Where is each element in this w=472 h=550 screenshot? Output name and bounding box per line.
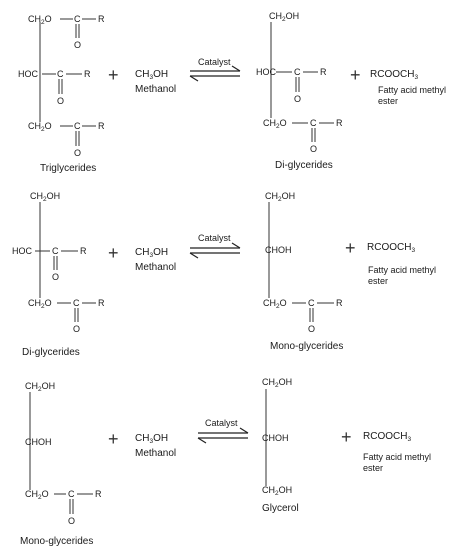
methanol-name: Methanol	[135, 84, 176, 95]
carbonyl-carbon: C	[308, 298, 315, 308]
ch2o-group: CH2O	[28, 14, 52, 26]
carbonyl-oxygen: O	[57, 96, 64, 106]
r-group: R	[95, 489, 102, 499]
methanol-formula: CH3OH	[135, 433, 168, 445]
product-label: Glycerol	[262, 503, 299, 514]
hoc-group: HOC	[18, 69, 39, 79]
plus-sign: +	[341, 427, 352, 447]
ch2oh-group: CH2OH	[262, 377, 292, 389]
r-group: R	[98, 121, 105, 131]
r-group: R	[336, 298, 343, 308]
methanol-name: Methanol	[135, 262, 176, 273]
product-label: Di-glycerides	[275, 160, 333, 171]
carbonyl-carbon: C	[310, 118, 317, 128]
ester-formula: RCOOCH3	[363, 431, 411, 443]
carbonyl-oxygen: O	[74, 148, 81, 158]
ch2oh-group: CH2OH	[25, 381, 55, 393]
ester-name: Fatty acid methyl	[368, 265, 436, 275]
monoglyceride-structure: CH2OH CHOH CH2O C R O Mono-glycerides	[263, 191, 343, 352]
triglyceride-structure: CH2O C R O HOC C R O CH2O C R O Triglyce…	[18, 14, 105, 174]
carbonyl-oxygen: O	[74, 40, 81, 50]
choh-group: CHOH	[262, 433, 289, 443]
ch2o-group: CH2O	[28, 121, 52, 133]
ch2oh-group: CH2OH	[269, 11, 299, 23]
ester-name: ester	[363, 463, 383, 473]
carbonyl-carbon: C	[294, 67, 301, 77]
r-group: R	[320, 67, 327, 77]
carbonyl-oxygen: O	[310, 144, 317, 154]
diglyceride-structure: CH2OH HOC C R O CH2O C R O Di-glycerides	[256, 11, 343, 171]
r-group: R	[98, 14, 105, 24]
equilibrium-arrow	[189, 65, 241, 82]
carbonyl-carbon: C	[74, 121, 81, 131]
carbonyl-carbon: C	[68, 489, 75, 499]
plus-sign: +	[108, 243, 119, 263]
carbonyl-carbon: C	[73, 298, 80, 308]
ch2oh-group: CH2OH	[30, 191, 60, 203]
ester-formula: RCOOCH3	[370, 69, 418, 81]
ester-name: Fatty acid methyl	[378, 85, 446, 95]
r-group: R	[80, 246, 87, 256]
carbonyl-carbon: C	[52, 246, 59, 256]
reactant-label: Triglycerides	[40, 163, 96, 174]
r-group: R	[84, 69, 91, 79]
monoglyceride-structure: CH2OH CHOH CH2O C R O Mono-glycerides	[20, 381, 102, 547]
choh-group: CHOH	[265, 245, 292, 255]
methanol-formula: CH3OH	[135, 69, 168, 81]
carbonyl-oxygen: O	[73, 324, 80, 334]
reactant-label: Di-glycerides	[22, 347, 80, 358]
catalyst-label: Catalyst	[198, 57, 231, 67]
carbonyl-oxygen: O	[294, 94, 301, 104]
ch2oh-group: CH2OH	[265, 191, 295, 203]
product-label: Mono-glycerides	[270, 341, 343, 352]
diglyceride-structure: CH2OH HOC C R O CH2O C R O Di-glycerides	[12, 191, 105, 358]
ester-name: Fatty acid methyl	[363, 452, 431, 462]
equilibrium-arrow	[189, 242, 241, 259]
carbonyl-carbon: C	[57, 69, 64, 79]
ch2o-group: CH2O	[263, 118, 287, 130]
carbonyl-oxygen: O	[68, 516, 75, 526]
plus-sign: +	[345, 238, 356, 258]
plus-sign: +	[108, 65, 119, 85]
catalyst-label: Catalyst	[205, 418, 238, 428]
ch2oh-group: CH2OH	[262, 485, 292, 497]
hoc-group: HOC	[12, 246, 33, 256]
plus-sign: +	[108, 429, 119, 449]
methanol-formula: CH3OH	[135, 247, 168, 259]
reactant-label: Mono-glycerides	[20, 536, 93, 547]
choh-group: CHOH	[25, 437, 52, 447]
hoc-group: HOC	[256, 67, 277, 77]
carbonyl-oxygen: O	[308, 324, 315, 334]
reaction-2: CH2OH HOC C R O CH2O C R O Di-glycerides…	[12, 191, 436, 358]
ch2o-group: CH2O	[25, 489, 49, 501]
r-group: R	[336, 118, 343, 128]
ester-formula: RCOOCH3	[367, 242, 415, 254]
plus-sign: +	[350, 65, 361, 85]
ester-name: ester	[368, 276, 388, 286]
r-group: R	[98, 298, 105, 308]
equilibrium-arrow	[197, 427, 249, 444]
methanol-name: Methanol	[135, 448, 176, 459]
reaction-3: CH2OH CHOH CH2O C R O Mono-glycerides + …	[20, 377, 431, 547]
carbonyl-carbon: C	[74, 14, 81, 24]
ch2o-group: CH2O	[28, 298, 52, 310]
carbonyl-oxygen: O	[52, 272, 59, 282]
reaction-1: CH2O C R O HOC C R O CH2O C R O Triglyce…	[18, 11, 446, 174]
ch2o-group: CH2O	[263, 298, 287, 310]
catalyst-label: Catalyst	[198, 233, 231, 243]
ester-name: ester	[378, 96, 398, 106]
glycerol-structure: CH2OH CHOH CH2OH Glycerol	[262, 377, 299, 514]
